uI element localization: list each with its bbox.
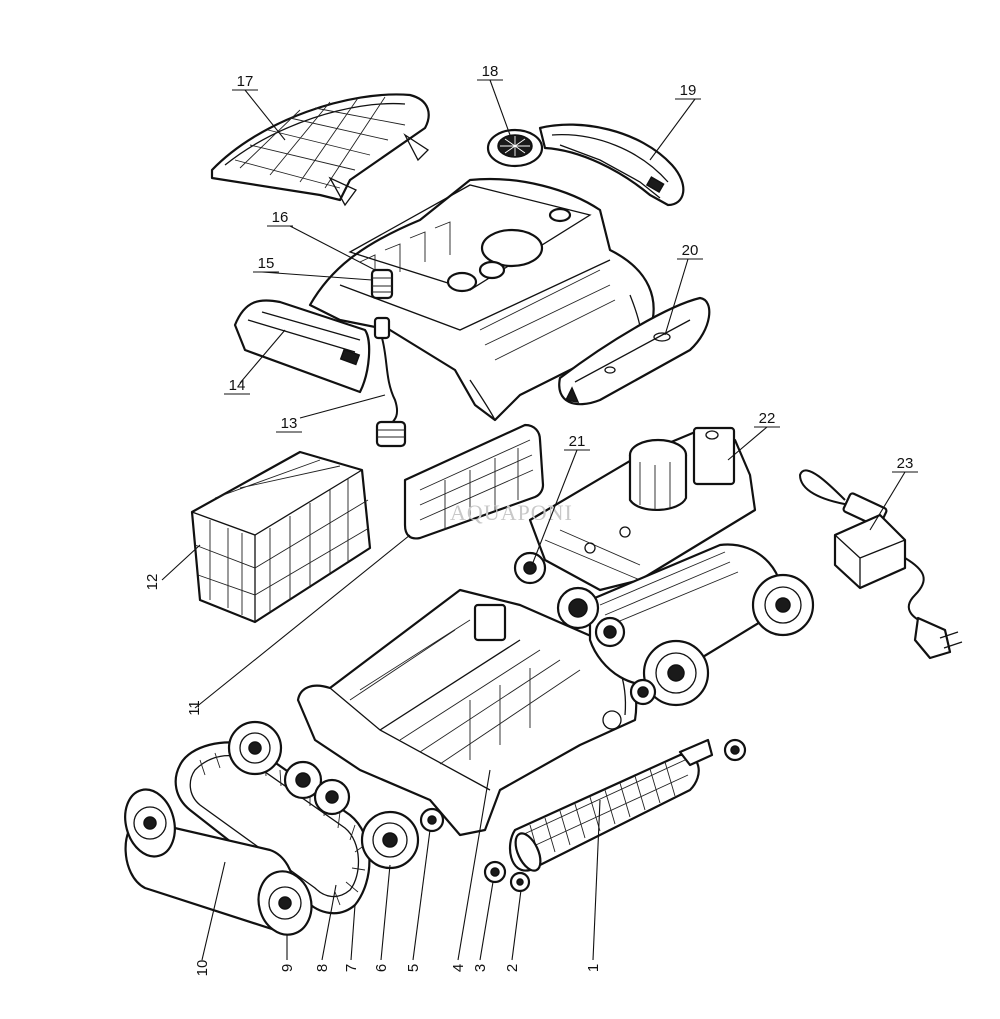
callout-2-label: 2 <box>504 964 521 972</box>
part-12-filter-basket <box>190 450 372 624</box>
callout-21: 21 <box>564 433 590 451</box>
callout-2: 2 <box>504 964 521 972</box>
callout-13: 13 <box>276 415 302 433</box>
callout-10: 10 <box>194 960 211 977</box>
callout-23: 23 <box>892 455 918 473</box>
callout-19: 19 <box>675 82 701 100</box>
callout-18-label: 18 <box>482 63 499 80</box>
callout-19-label: 19 <box>680 82 697 99</box>
callout-13-label: 13 <box>281 415 298 432</box>
callout-21-label: 21 <box>569 433 586 450</box>
part-23-power-adapter <box>798 469 963 660</box>
callout-8: 8 <box>314 964 331 972</box>
callout-18: 18 <box>477 63 503 81</box>
callout-4-label: 4 <box>450 964 467 972</box>
watermark-text: AQUAPONI <box>450 500 573 525</box>
callout-14: 14 <box>224 377 250 395</box>
callout-9-label: 9 <box>279 964 296 972</box>
callout-5-label: 5 <box>405 964 422 972</box>
callout-16: 16 <box>267 209 293 227</box>
callout-10-label: 10 <box>194 960 211 977</box>
part-17-top-grille-cover <box>210 93 430 207</box>
callout-6-label: 6 <box>373 964 390 972</box>
part-6-drive-wheel <box>360 810 420 870</box>
part-11-filter-panel <box>403 423 545 540</box>
part-2-small-gear <box>509 871 531 893</box>
callout-1: 1 <box>585 964 602 972</box>
callout-1-label: 1 <box>585 964 602 972</box>
callout-20-label: 20 <box>682 242 699 259</box>
callout-3-label: 3 <box>472 964 489 972</box>
callout-12: 12 <box>144 574 161 591</box>
main-housing-shell <box>308 177 655 422</box>
callout-16-label: 16 <box>272 209 289 226</box>
callout-20: 20 <box>677 242 703 260</box>
leader-lines <box>161 79 906 961</box>
part-5-bushing <box>419 807 445 833</box>
callout-17: 17 <box>232 73 258 91</box>
part-3-bushing <box>483 860 507 884</box>
part-1-brush-roller <box>508 738 714 872</box>
part-19-rear-bumper <box>538 123 685 207</box>
callout-17-label: 17 <box>237 73 254 90</box>
callout-3: 3 <box>472 964 489 972</box>
callout-7: 7 <box>343 964 360 972</box>
callout-4: 4 <box>450 964 467 972</box>
callout-22-label: 22 <box>759 410 776 427</box>
callout-14-label: 14 <box>229 377 246 394</box>
part-22-motor-block <box>528 426 757 592</box>
part-21-drive-gear <box>513 551 547 585</box>
part-20-front-bumper <box>558 296 711 406</box>
callout-15: 15 <box>253 255 279 273</box>
right-end-gear <box>723 738 747 762</box>
callout-11-label: 11 <box>186 700 203 716</box>
right-track-assembly <box>556 543 815 707</box>
callout-22: 22 <box>754 410 780 428</box>
part-14-front-flap <box>233 299 371 394</box>
callout-23-label: 23 <box>897 455 914 472</box>
part-13-cable-plug <box>375 337 407 448</box>
part-15-16-swivel-connector <box>370 268 394 340</box>
callout-7-label: 7 <box>343 964 360 972</box>
part-18-top-button <box>486 128 544 168</box>
callout-11: 11 <box>186 700 203 716</box>
callout-9: 9 <box>279 964 296 972</box>
callout-15-label: 15 <box>258 255 275 272</box>
left-top-wheels <box>227 720 351 816</box>
callout-8-label: 8 <box>314 964 331 972</box>
callout-5: 5 <box>405 964 422 972</box>
callout-12-label: 12 <box>144 574 161 591</box>
callout-6: 6 <box>373 964 390 972</box>
part-9-wheel-hub <box>257 870 313 936</box>
